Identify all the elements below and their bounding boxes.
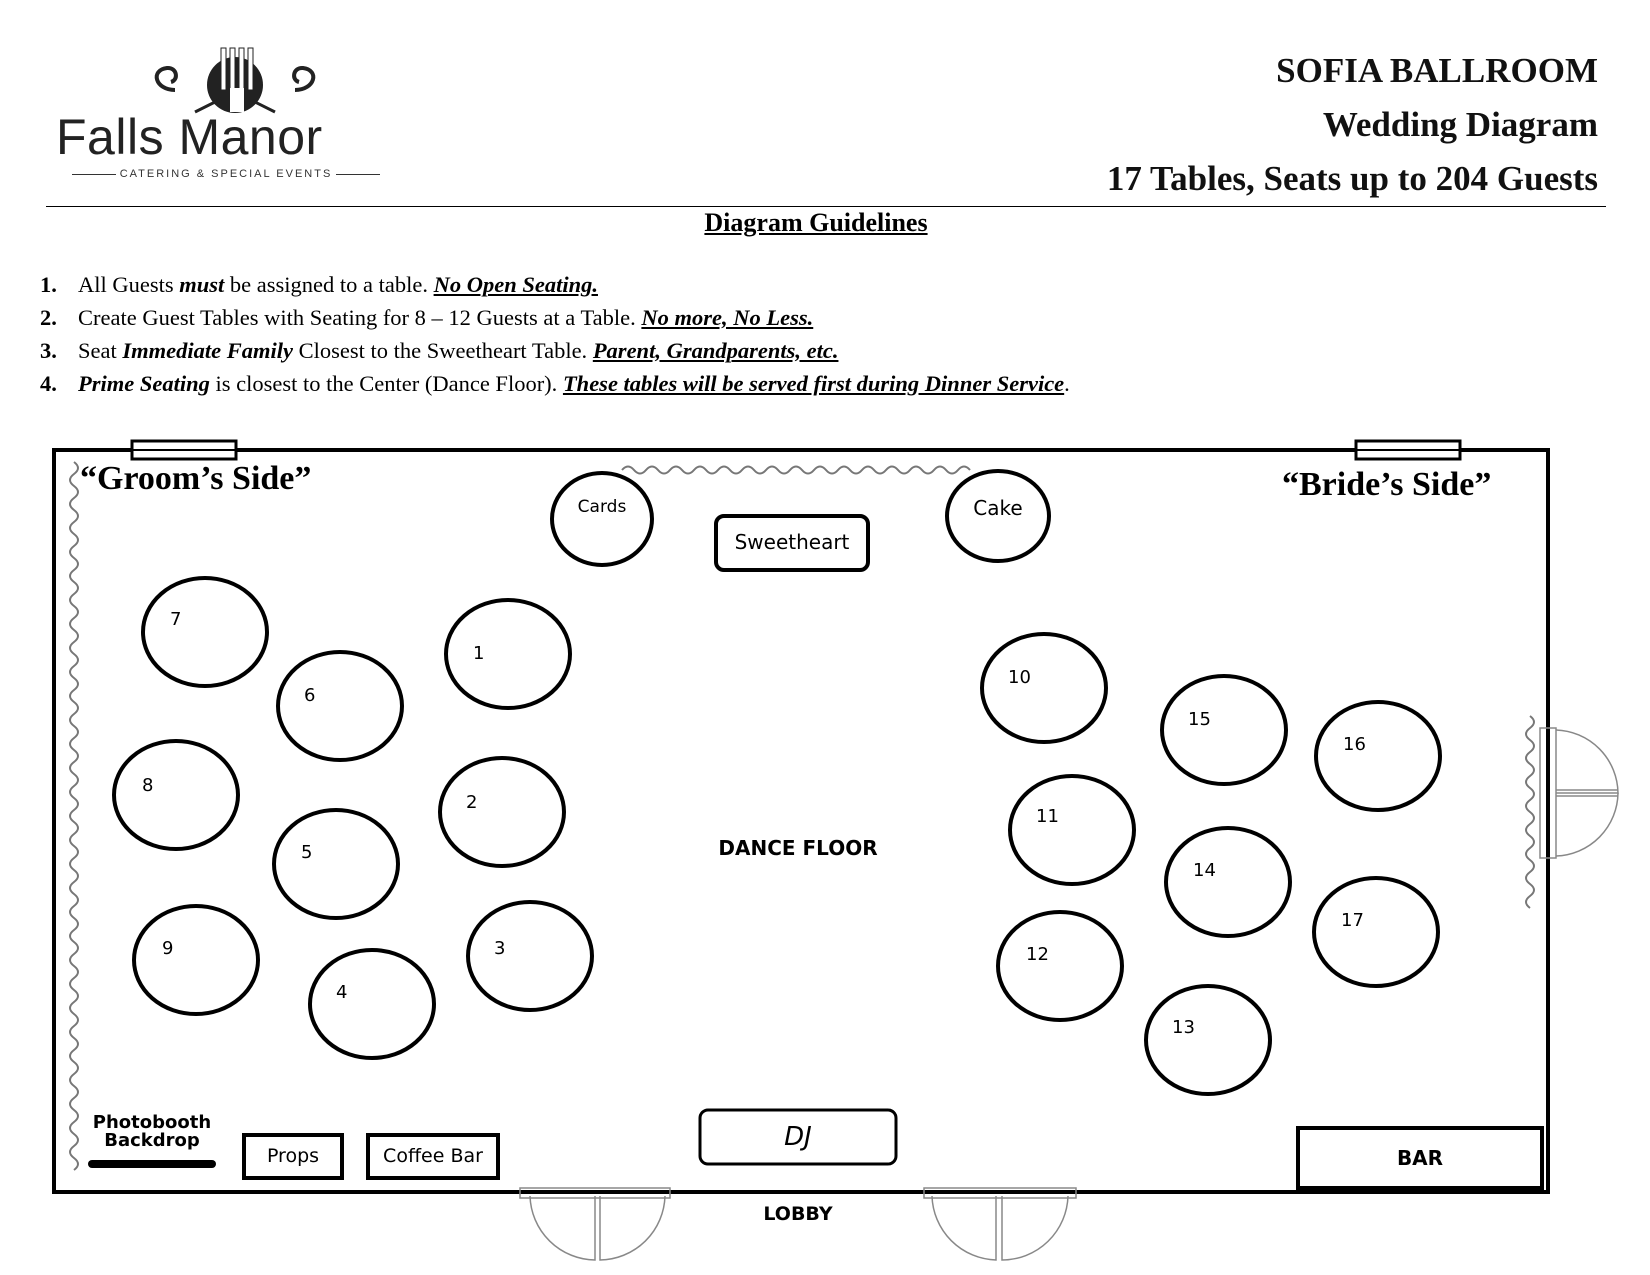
drape-behind-sweetheart: [621, 465, 971, 475]
table-number-14: 14: [1193, 860, 1216, 881]
guest-table-9: [132, 904, 260, 1016]
lobby-label: LOBBY: [763, 1203, 833, 1225]
bride-side-label: “Bride’s Side”: [1282, 466, 1492, 503]
guidelines-list: 1.All Guests must be assigned to a table…: [40, 268, 1070, 400]
drape-left-wall: [69, 461, 79, 1171]
table-number-7: 7: [170, 609, 182, 630]
table-number-9: 9: [162, 938, 174, 959]
cards-table: [550, 471, 654, 567]
table-number-6: 6: [304, 685, 316, 706]
dance-floor-label: DANCE FLOOR: [718, 836, 878, 860]
drape-right-wall: [1525, 715, 1535, 909]
guest-table-14: [1164, 826, 1292, 938]
guest-table-2: [438, 756, 566, 868]
table-number-13: 13: [1172, 1017, 1195, 1038]
guest-table-13: [1144, 984, 1272, 1096]
logo-tagline: CATERING & SPECIAL EVENTS: [50, 168, 402, 180]
table-number-12: 12: [1026, 944, 1049, 965]
guest-table-1: [444, 598, 572, 710]
title-block: SOFIA BALLROOM Wedding Diagram 17 Tables…: [1107, 44, 1598, 206]
sweetheart-table: [714, 514, 870, 572]
table-number-15: 15: [1188, 709, 1211, 730]
dj-label: DJ: [784, 1122, 812, 1152]
table-number-17: 17: [1341, 910, 1364, 931]
table-number-10: 10: [1008, 667, 1031, 688]
guest-table-3: [466, 900, 594, 1012]
header-divider: [46, 206, 1606, 207]
guideline-item: 4.Prime Seating is closest to the Center…: [40, 371, 1070, 396]
photobooth-backdrop-bar: [88, 1160, 216, 1168]
guest-tables: [112, 576, 1442, 1096]
table-number-5: 5: [301, 842, 313, 863]
props-table: [242, 1133, 344, 1180]
table-number-3: 3: [494, 938, 506, 959]
cards-label: Cards: [577, 497, 627, 517]
table-number-4: 4: [336, 982, 348, 1003]
logo-wordmark: Falls Manor: [56, 109, 323, 165]
guideline-item: 3.Seat Immediate Family Closest to the S…: [40, 338, 839, 363]
fork-emblem-icon: [154, 47, 316, 114]
capacity-line: 17 Tables, Seats up to 204 Guests: [1106, 159, 1598, 198]
bar-label: BAR: [1396, 1146, 1444, 1170]
table-number-11: 11: [1036, 806, 1059, 827]
props-label: Props: [266, 1145, 320, 1167]
guest-table-17: [1312, 876, 1440, 988]
venue-title: SOFIA BALLROOM: [1276, 51, 1598, 90]
table-number-2: 2: [466, 792, 478, 813]
guidelines-heading: Diagram Guidelines: [704, 208, 928, 237]
guest-table-4: [308, 948, 436, 1060]
falls-manor-logo: Falls Manor CATERING & SPECIAL EVENTS: [50, 40, 410, 190]
dj-booth: [698, 1108, 898, 1166]
coffee-bar-table: [366, 1133, 500, 1180]
lobby-door-right: [923, 1187, 1077, 1261]
room-outline: [52, 448, 1550, 1194]
guest-table-6: [276, 650, 404, 762]
guest-table-15: [1160, 674, 1288, 786]
guest-table-10: [980, 632, 1108, 744]
guest-table-11: [1008, 774, 1136, 886]
cake-table: [945, 469, 1051, 563]
groom-side-label: “Groom’s Side”: [80, 460, 312, 497]
side-door: [1539, 727, 1619, 859]
coffee-bar-label: Coffee Bar: [383, 1145, 483, 1167]
guest-table-12: [996, 910, 1124, 1022]
table-number-1: 1: [473, 643, 485, 664]
guest-table-8: [112, 739, 240, 851]
table-number-16: 16: [1343, 734, 1366, 755]
table-number-8: 8: [142, 775, 154, 796]
photobooth-label: Photobooth Backdrop: [92, 1112, 212, 1151]
guest-table-5: [272, 808, 400, 920]
diagram-subtitle: Wedding Diagram: [1322, 105, 1598, 144]
sweetheart-label: Sweetheart: [734, 530, 850, 554]
guideline-item: 1.All Guests must be assigned to a table…: [40, 272, 598, 297]
bar-counter: [1296, 1126, 1544, 1190]
guideline-item: 2.Create Guest Tables with Seating for 8…: [40, 305, 814, 330]
guest-table-7: [141, 576, 269, 688]
lobby-door-left: [519, 1187, 671, 1261]
guest-table-16: [1314, 700, 1442, 812]
cake-label: Cake: [973, 496, 1023, 520]
